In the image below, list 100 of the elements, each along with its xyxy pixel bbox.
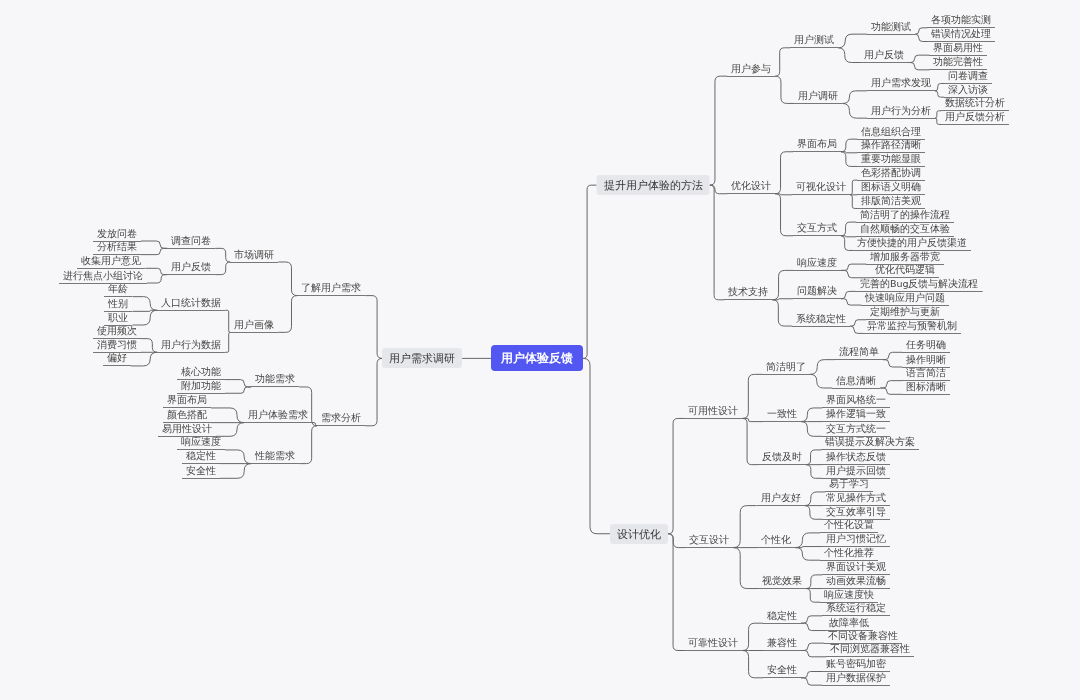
branch-label: 交互设计 bbox=[685, 534, 734, 549]
branch-label: 界面布局 bbox=[793, 138, 841, 153]
branch-label: 图标清晰 bbox=[902, 380, 951, 395]
branch-label: 快速响应用户问题 bbox=[861, 291, 950, 306]
branch-label: 增加服务器带宽 bbox=[866, 250, 945, 265]
connector-line bbox=[741, 373, 763, 419]
connector-line bbox=[709, 184, 725, 301]
connector-line bbox=[914, 33, 928, 42]
branch-label: 人口统计数据 bbox=[157, 296, 226, 311]
branch-label: 技术支持 bbox=[724, 286, 773, 301]
central-topic-box: 用户体验反馈 bbox=[491, 345, 583, 372]
connector-line bbox=[809, 373, 833, 389]
branch-label: 用户画像 bbox=[230, 318, 279, 333]
connector-line bbox=[840, 151, 858, 167]
branch-label: 界面易用性 bbox=[929, 41, 988, 56]
connector-line bbox=[130, 351, 158, 367]
connector-line bbox=[311, 422, 318, 427]
branch-label: 稳定性 bbox=[182, 450, 220, 465]
connector-line bbox=[146, 274, 168, 284]
branch-label: 图标语义明确 bbox=[857, 181, 926, 196]
connector-line bbox=[849, 179, 858, 196]
connector-line bbox=[804, 505, 823, 507]
branch-label: 常见操作方式 bbox=[822, 492, 891, 507]
branch-label: 用户提示回馈 bbox=[822, 464, 891, 479]
connector-line bbox=[849, 194, 858, 196]
branch-label: 简洁明了的操作流程 bbox=[856, 208, 955, 223]
branch-label: 需求分析 bbox=[317, 412, 365, 427]
branch-label: 重要功能显眼 bbox=[857, 152, 926, 167]
connector-line bbox=[849, 319, 867, 327]
branch-label: 故障率低 bbox=[825, 617, 874, 632]
branch-label: 稳定性 bbox=[763, 609, 801, 624]
branch-label: 职业 bbox=[104, 311, 133, 326]
branch-label: 操作逻辑一致 bbox=[822, 408, 891, 423]
branch-label: 年龄 bbox=[104, 283, 133, 298]
branch-label: 界面风格统一 bbox=[822, 394, 891, 409]
branch-label: 数据统计分析 bbox=[941, 97, 1010, 112]
branch-label: 性别 bbox=[104, 297, 133, 312]
branch-label: 问题解决 bbox=[793, 285, 841, 300]
branch-label: 调查问卷 bbox=[167, 234, 216, 249]
branch-label: 响应速度快 bbox=[820, 588, 879, 603]
connector-line bbox=[840, 235, 854, 251]
branch-label: 用户需求发现 bbox=[867, 77, 935, 92]
connector-line bbox=[841, 102, 868, 119]
connector-line bbox=[582, 184, 598, 359]
branch-label: 用户体验需求 bbox=[244, 409, 312, 424]
connector-line bbox=[277, 295, 298, 333]
connector-line bbox=[224, 331, 231, 353]
connector-line bbox=[907, 62, 930, 71]
connector-line bbox=[140, 338, 158, 353]
branch-label: 异常监控与预警机制 bbox=[863, 319, 962, 334]
connector-line bbox=[224, 309, 231, 333]
connector-line bbox=[840, 221, 857, 237]
branch-label: 可视化设计 bbox=[792, 181, 851, 196]
branch-label: 个性化推荐 bbox=[820, 546, 879, 561]
connector-line bbox=[741, 650, 764, 679]
connector-line bbox=[214, 247, 231, 263]
branch-label: 响应速度 bbox=[793, 256, 841, 271]
connector-line bbox=[804, 505, 823, 520]
connector-line bbox=[774, 193, 794, 237]
branch-label: 安全性 bbox=[182, 464, 220, 479]
connector-line bbox=[800, 421, 823, 437]
branch-label: 方便快捷的用户反馈渠道 bbox=[853, 236, 972, 251]
connector-line bbox=[805, 449, 822, 466]
branch-label: 操作状态反馈 bbox=[822, 451, 891, 466]
connector-line bbox=[840, 138, 858, 153]
connector-line bbox=[934, 117, 942, 125]
branch-label: 用户调研 bbox=[794, 89, 843, 104]
connector-line bbox=[794, 547, 821, 561]
connector-line bbox=[934, 83, 945, 92]
branch-label: 个性化设置 bbox=[820, 519, 879, 534]
branch-label: 界面设计美观 bbox=[822, 561, 891, 576]
branch-label: 核心功能 bbox=[177, 366, 225, 381]
connector-line bbox=[805, 464, 823, 479]
branch-label: 用户习惯记忆 bbox=[822, 533, 891, 548]
branch-label: 视觉效果 bbox=[758, 575, 806, 590]
connector-line bbox=[805, 574, 823, 590]
branch-label: 易用性设计 bbox=[158, 422, 216, 437]
branch-label: 兼容性 bbox=[763, 637, 801, 651]
branch-label: 用户反馈 bbox=[860, 49, 909, 63]
branch-label: 交互方式 bbox=[793, 222, 841, 237]
branch-label: 错误提示及解决方案 bbox=[821, 436, 920, 451]
branch-label: 交互效率引导 bbox=[822, 505, 891, 520]
connector-line bbox=[131, 296, 158, 311]
branch-label: 操作明晰 bbox=[902, 353, 951, 368]
branch-label: 动画效果流畅 bbox=[822, 575, 891, 590]
branch-label: 偏好 bbox=[103, 352, 131, 367]
branch-label: 收集用户意见 bbox=[77, 254, 146, 269]
branch-label: 完善的Bug反馈与解决流程 bbox=[855, 277, 983, 292]
branch-label: 可靠性设计 bbox=[684, 637, 743, 651]
topic-box: 用户需求调研 bbox=[382, 348, 463, 369]
connector-line bbox=[840, 269, 872, 279]
connector-line bbox=[809, 359, 836, 375]
branch-label: 操作路径清晰 bbox=[857, 139, 926, 154]
branch-label: 一致性 bbox=[763, 408, 801, 423]
branch-label: 进行焦点小组讨论 bbox=[59, 269, 147, 284]
branch-label: 发放问卷 bbox=[93, 227, 141, 242]
branch-label: 深入访谈 bbox=[944, 83, 993, 98]
branch-label: 市场调研 bbox=[230, 248, 279, 263]
branch-label: 用户行为分析 bbox=[867, 104, 935, 119]
branch-label: 易于学习 bbox=[825, 478, 874, 493]
